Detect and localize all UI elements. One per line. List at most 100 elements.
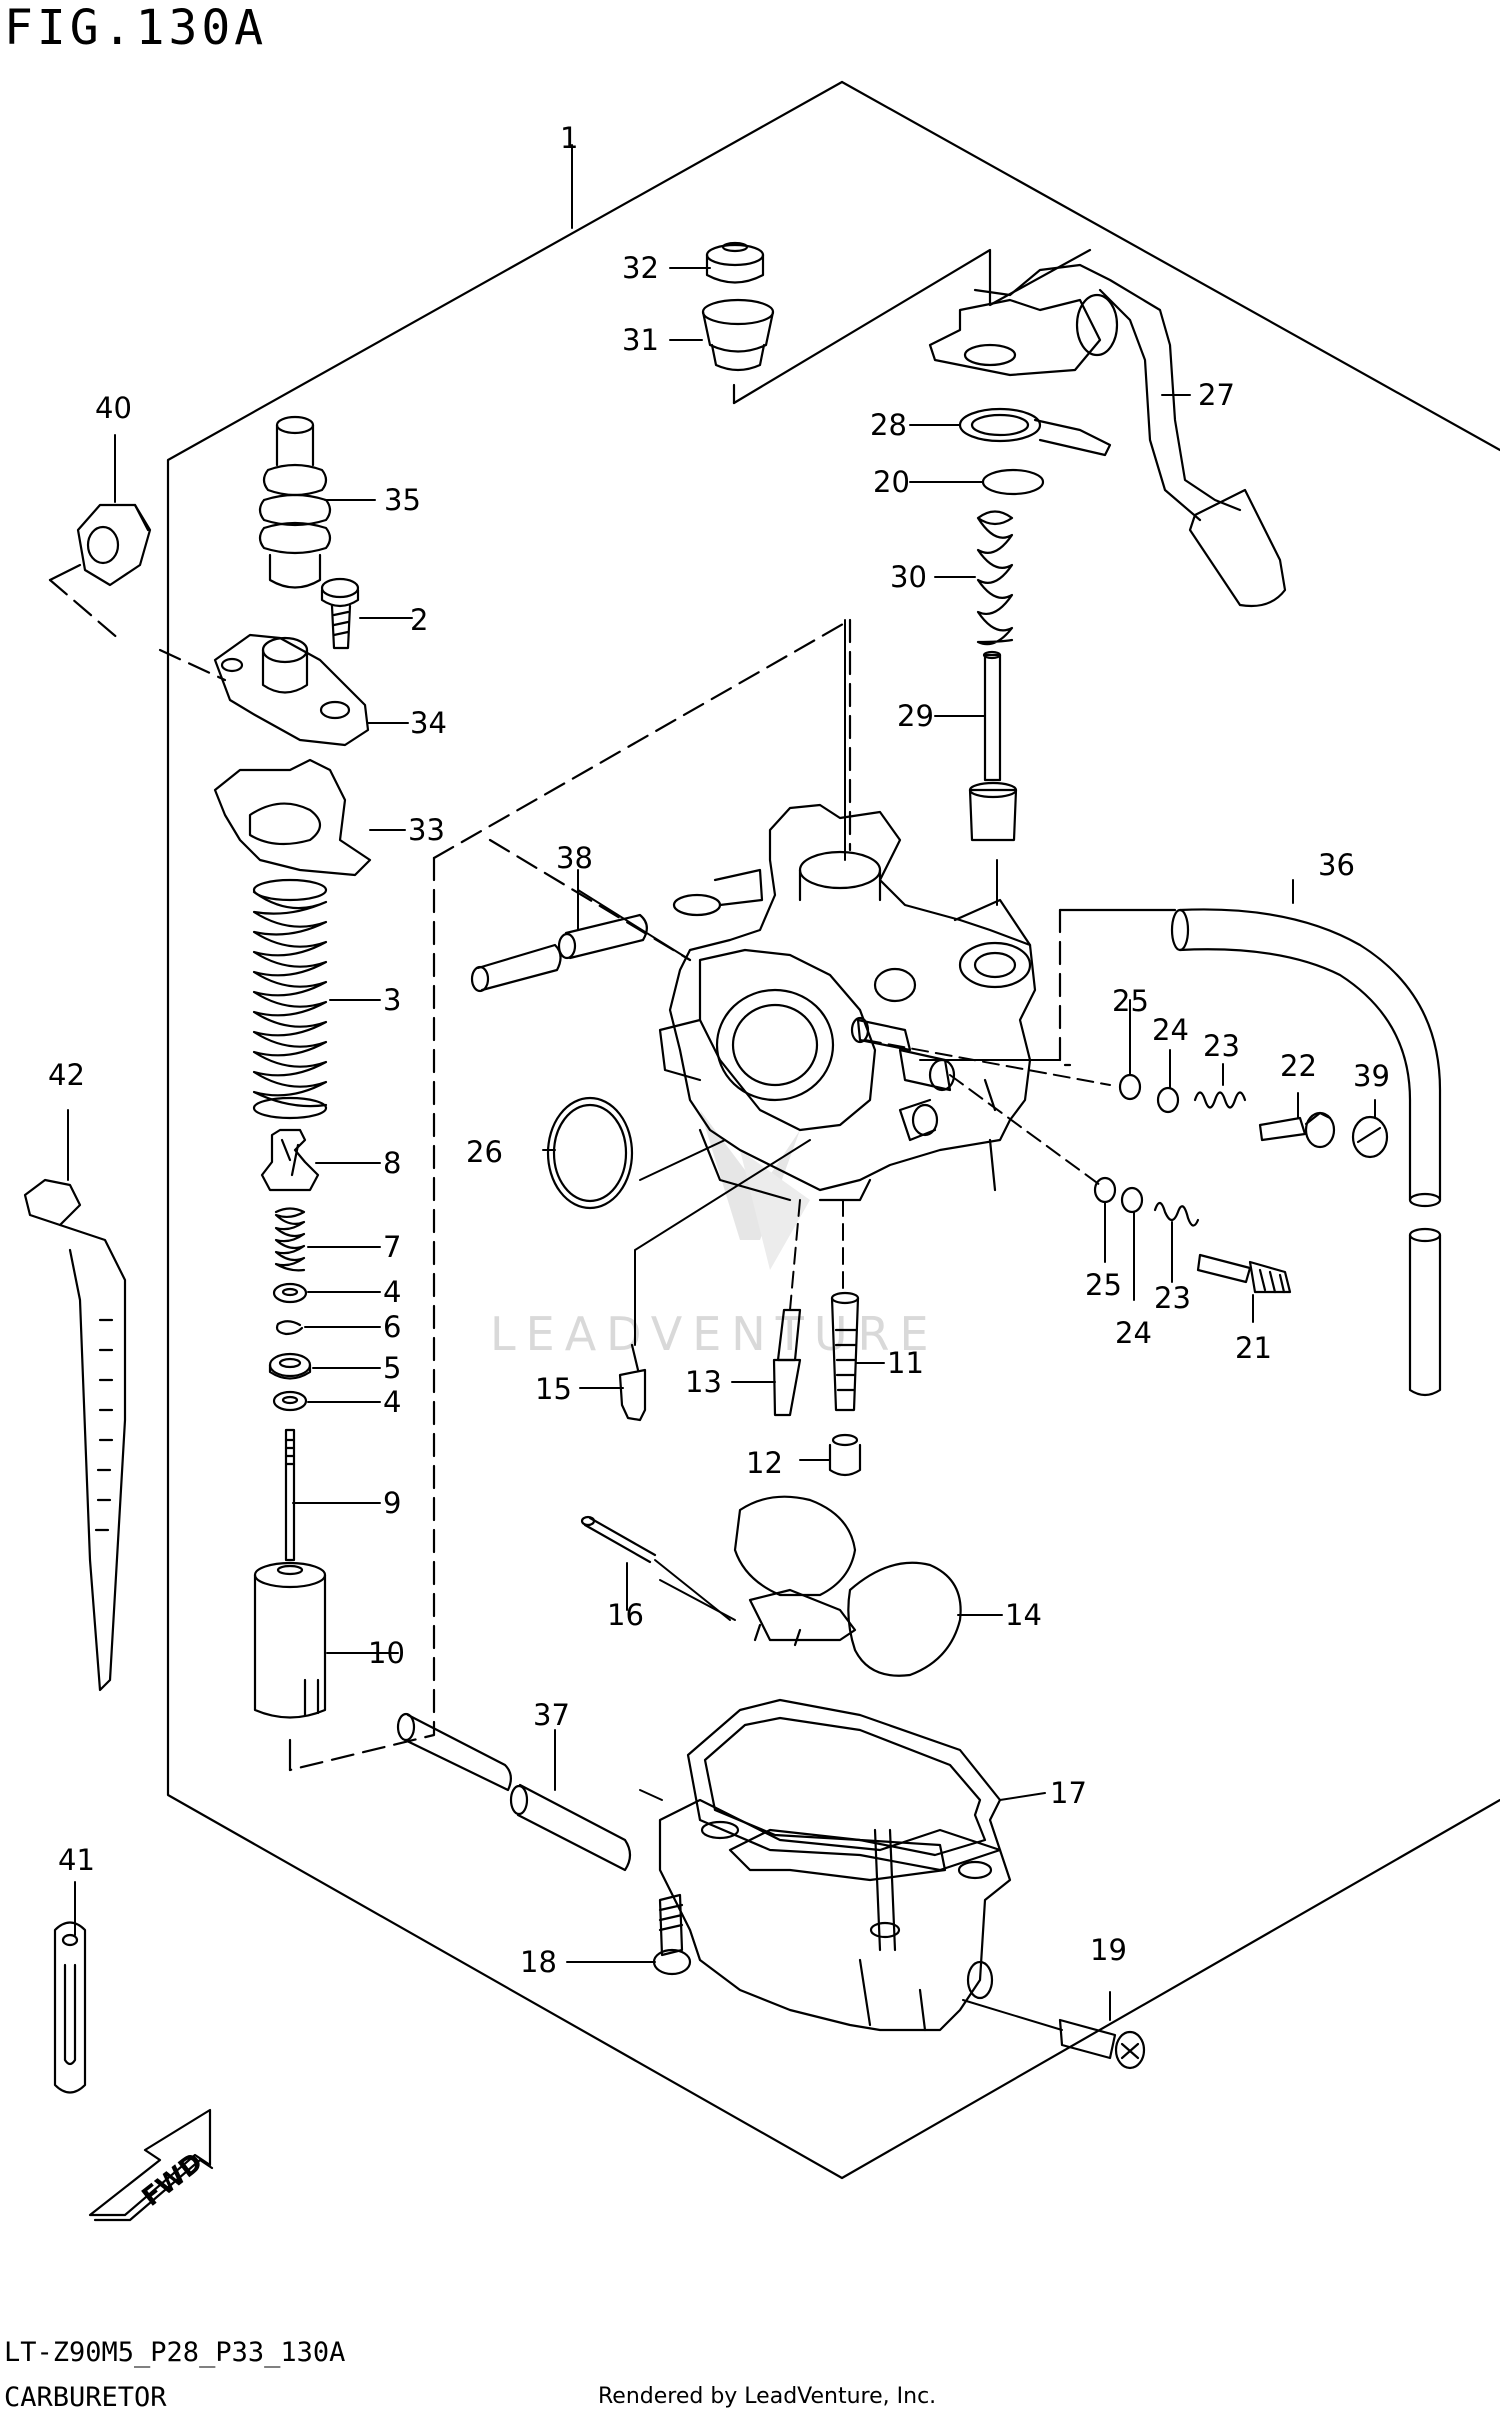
part-27-lever (928, 263, 1287, 608)
leader-lines (67, 144, 1376, 2031)
figure-title: FIG.130A (4, 0, 268, 56)
part-39-screw (1351, 1115, 1389, 1159)
callout-1: 1 (560, 121, 578, 155)
part-18-screw (652, 1893, 692, 1976)
model-code: LT-Z90M5_P28_P33_130A (4, 2337, 346, 2368)
part-9-needle (284, 1428, 296, 1562)
part-40-nut (76, 503, 152, 587)
callout-14: 14 (1005, 1598, 1042, 1632)
part-3-spring (252, 878, 328, 1120)
carburetor-body (658, 803, 1037, 1202)
callout-27: 27 (1198, 378, 1235, 412)
fwd-arrow-icon: FWD (88, 2108, 214, 2222)
callout-25-lower: 25 (1085, 1268, 1122, 1302)
callout-8: 8 (383, 1146, 401, 1180)
part-25-washer (1093, 1073, 1142, 1204)
callout-36: 36 (1318, 848, 1355, 882)
part-4-washer-lower (272, 1390, 308, 1412)
callout-28: 28 (870, 408, 907, 442)
part-20-oring (981, 468, 1045, 496)
callout-20: 20 (873, 465, 910, 499)
part-6-clip (275, 1320, 304, 1336)
part-26-oring (546, 1096, 634, 1210)
part-41-strap (53, 1921, 87, 2094)
callout-21: 21 (1235, 1331, 1272, 1365)
callout-39: 39 (1353, 1059, 1390, 1093)
watermark: LEADVENTURE (490, 1110, 939, 1361)
callout-41: 41 (58, 1843, 95, 1877)
part-34-holder (213, 633, 370, 747)
callout-42: 42 (48, 1058, 85, 1092)
part-8-clip (260, 1128, 320, 1192)
callout-16: 16 (607, 1598, 644, 1632)
callout-7: 7 (383, 1230, 401, 1264)
callout-33: 33 (408, 813, 445, 847)
float-bowl (658, 1798, 1012, 2032)
callout-22: 22 (1280, 1049, 1317, 1083)
callout-34: 34 (410, 706, 447, 740)
callout-10: 10 (368, 1636, 405, 1670)
part-11-emulsion-tube (830, 1291, 860, 1412)
assembly-outline (48, 80, 1500, 2180)
callout-15: 15 (535, 1372, 572, 1406)
part-22-screw (1258, 1111, 1336, 1149)
part-14-float (733, 1495, 962, 1677)
callout-24: 24 (1152, 1013, 1189, 1047)
part-15-jet (618, 1343, 647, 1422)
callout-9: 9 (383, 1486, 401, 1520)
part-13-jet (772, 1308, 802, 1417)
part-35-boot (258, 415, 332, 589)
callout-12: 12 (746, 1446, 783, 1480)
callout-13: 13 (685, 1365, 722, 1399)
part-16-pin (580, 1515, 657, 1564)
part-30-spring (976, 510, 1014, 646)
callout-6: 6 (383, 1310, 401, 1344)
part-36-hose (1170, 908, 1442, 1397)
callout-4: 4 (383, 1275, 401, 1309)
callout-23-lower: 23 (1154, 1281, 1191, 1315)
callout-35: 35 (384, 483, 421, 517)
callout-30: 30 (890, 560, 927, 594)
part-17-gasket (686, 1698, 1002, 1872)
part-4-washer (272, 1282, 308, 1304)
callout-31: 31 (622, 323, 659, 357)
part-38-tubes (470, 913, 648, 993)
part-21-screw (1196, 1253, 1292, 1294)
callout-2: 2 (410, 603, 428, 637)
callout-11: 11 (887, 1346, 924, 1380)
callout-23: 23 (1203, 1029, 1240, 1063)
callout-4-lower: 4 (383, 1385, 401, 1419)
part-33-gasket (213, 758, 372, 877)
callout-40: 40 (95, 391, 132, 425)
callout-5: 5 (383, 1351, 401, 1385)
part-32-cap (705, 241, 765, 284)
callout-29: 29 (897, 699, 934, 733)
part-10-slide (253, 1561, 327, 1719)
callout-19: 19 (1090, 1933, 1127, 1967)
callout-26: 26 (466, 1135, 503, 1169)
callout-3: 3 (383, 983, 401, 1017)
part-19-screw (1058, 2018, 1146, 2070)
callout-24-lower: 24 (1115, 1316, 1152, 1350)
callout-17: 17 (1050, 1776, 1087, 1810)
part-37-tubes (396, 1712, 632, 1872)
callout-numbers: 1 2 3 4 4 5 6 7 8 9 10 11 12 13 14 15 16… (48, 121, 1390, 1979)
part-31-adjuster (701, 298, 775, 372)
part-23-spring (1153, 1091, 1247, 1227)
callout-32: 32 (622, 251, 659, 285)
watermark-text: LEADVENTURE (490, 1307, 939, 1361)
callout-18: 18 (520, 1945, 557, 1979)
part-29-needle (968, 650, 1018, 842)
callout-25: 25 (1112, 984, 1149, 1018)
part-5-washer (268, 1352, 312, 1380)
part-7-spring (274, 1207, 306, 1272)
part-28-plate (958, 407, 1112, 457)
part-24-oring (1120, 1086, 1180, 1214)
render-credit: Rendered by LeadVenture, Inc. (598, 2384, 937, 2409)
part-12-jet (828, 1433, 862, 1477)
part-42-tie (23, 1178, 127, 1692)
callout-38: 38 (556, 841, 593, 875)
callout-37: 37 (533, 1698, 570, 1732)
part-2-screw (320, 577, 360, 650)
